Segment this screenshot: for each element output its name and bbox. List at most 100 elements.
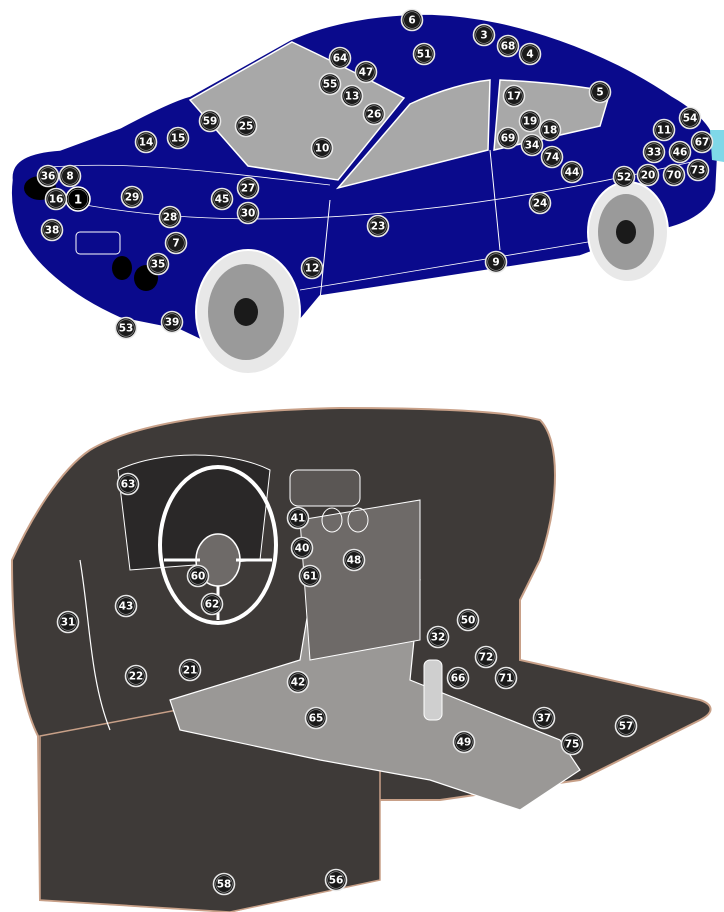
callout-16: 16 — [46, 189, 67, 210]
callout-4: 4 — [520, 44, 541, 65]
fog-light-left — [112, 256, 132, 280]
callout-68: 68 — [498, 36, 519, 57]
callout-label: 30 — [241, 208, 256, 220]
callout-18: 18 — [540, 120, 561, 141]
callout-42: 42 — [288, 672, 309, 693]
callout-24: 24 — [530, 193, 551, 214]
callout-13: 13 — [342, 86, 363, 107]
callout-label: 13 — [345, 91, 360, 103]
callout-67: 67 — [692, 132, 713, 153]
callout-label: 58 — [217, 879, 232, 891]
callout-label: 19 — [523, 116, 538, 128]
callout-label: 29 — [125, 192, 140, 204]
gear-shifter — [424, 660, 442, 720]
callout-69: 69 — [498, 128, 519, 149]
callout-label: 53 — [119, 323, 134, 335]
callout-62: 62 — [202, 594, 223, 615]
callout-label: 37 — [537, 713, 552, 725]
callout-label: 75 — [565, 739, 580, 751]
callout-label: 3 — [480, 30, 487, 42]
callout-55: 55 — [320, 74, 341, 95]
callout-label: 34 — [525, 140, 540, 152]
callout-label: 69 — [501, 133, 516, 145]
callout-label: 25 — [239, 121, 254, 133]
callout-6: 6 — [402, 10, 423, 31]
callout-label: 56 — [329, 875, 344, 887]
callout-30: 30 — [238, 203, 259, 224]
callout-label: 70 — [667, 170, 682, 182]
callout-label: 5 — [596, 87, 603, 99]
callout-label: 38 — [45, 225, 60, 237]
callout-label: 39 — [165, 317, 180, 329]
callout-label: 45 — [215, 194, 230, 206]
callout-label: 27 — [241, 183, 256, 195]
callout-43: 43 — [116, 596, 137, 617]
callout-74: 74 — [542, 147, 563, 168]
callout-32: 32 — [428, 627, 449, 648]
callout-45: 45 — [212, 189, 233, 210]
callout-33: 33 — [644, 142, 665, 163]
callout-41: 41 — [288, 508, 309, 529]
callout-label: 12 — [305, 263, 320, 275]
callout-label: 18 — [543, 125, 558, 137]
callout-53: 53 — [116, 318, 137, 339]
callout-label: 23 — [371, 221, 386, 233]
callout-label: 15 — [171, 133, 186, 145]
callout-label: 8 — [66, 171, 73, 183]
callout-39: 39 — [162, 312, 183, 333]
callout-59: 59 — [200, 111, 221, 132]
callout-label: 41 — [291, 513, 306, 525]
callout-26: 26 — [364, 104, 385, 125]
callout-56: 56 — [326, 870, 347, 891]
callout-label: 72 — [479, 652, 494, 664]
callout-48: 48 — [344, 550, 365, 571]
callout-51: 51 — [414, 44, 435, 65]
callout-label: 52 — [617, 172, 632, 184]
callout-label: 48 — [347, 555, 362, 567]
callout-47: 47 — [356, 62, 377, 83]
callout-70: 70 — [664, 165, 685, 186]
callout-8: 8 — [60, 166, 81, 187]
callout-label: 55 — [323, 79, 338, 91]
callout-1: 1 — [66, 187, 90, 211]
callout-label: 47 — [359, 67, 374, 79]
front-wheel — [196, 250, 300, 374]
callout-10: 10 — [312, 138, 333, 159]
callout-29: 29 — [122, 187, 143, 208]
callout-58: 58 — [214, 874, 235, 895]
callout-52: 52 — [614, 167, 635, 188]
callout-37: 37 — [534, 708, 555, 729]
callout-label: 20 — [641, 170, 656, 182]
callout-15: 15 — [168, 128, 189, 149]
callout-label: 57 — [619, 721, 634, 733]
callout-label: 59 — [203, 116, 218, 128]
callout-36: 36 — [38, 166, 59, 187]
callout-28: 28 — [160, 207, 181, 228]
callout-35: 35 — [148, 254, 169, 275]
callout-label: 24 — [533, 198, 548, 210]
callout-label: 21 — [183, 665, 198, 677]
callout-40: 40 — [292, 538, 313, 559]
callout-14: 14 — [136, 132, 157, 153]
callout-63: 63 — [118, 474, 139, 495]
callout-label: 17 — [507, 91, 522, 103]
callout-label: 63 — [121, 479, 136, 491]
rear-wheel — [588, 182, 668, 282]
callout-46: 46 — [670, 142, 691, 163]
callout-label: 31 — [61, 617, 76, 629]
front-grille — [76, 232, 120, 254]
callout-65: 65 — [306, 708, 327, 729]
callout-49: 49 — [454, 732, 475, 753]
callout-3: 3 — [474, 25, 495, 46]
callout-label: 14 — [139, 137, 154, 149]
callout-label: 40 — [295, 543, 310, 555]
callout-34: 34 — [522, 135, 543, 156]
callout-60: 60 — [188, 566, 209, 587]
callout-72: 72 — [476, 647, 497, 668]
callout-20: 20 — [638, 165, 659, 186]
callout-label: 22 — [129, 671, 144, 683]
callout-label: 36 — [41, 171, 56, 183]
callout-38: 38 — [42, 220, 63, 241]
callout-50: 50 — [458, 610, 479, 631]
callout-label: 11 — [657, 125, 672, 137]
